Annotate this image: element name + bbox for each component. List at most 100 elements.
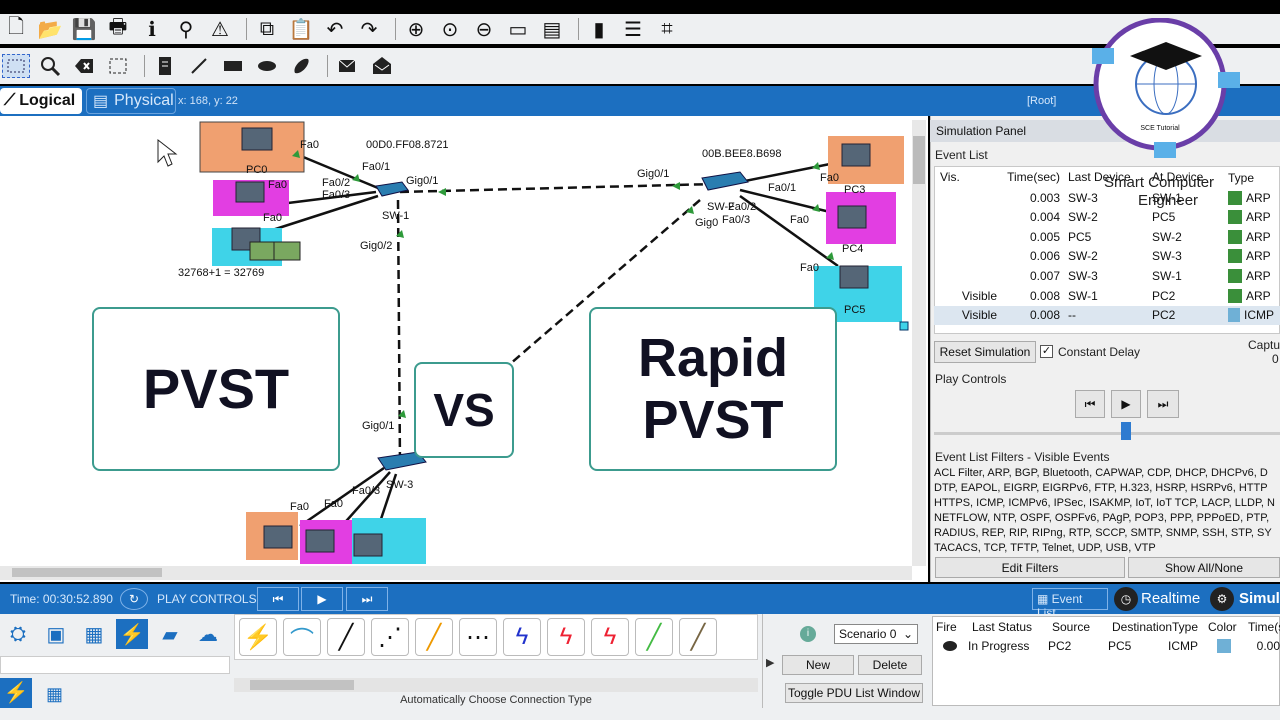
serial-dte-icon[interactable]: ϟ	[591, 618, 629, 656]
tab-physical[interactable]: ▤Physical	[86, 88, 176, 114]
col-last-device[interactable]: Last Device	[1068, 170, 1131, 184]
scenario-select[interactable]: Scenario 0⌄	[834, 624, 918, 644]
network-info-icon[interactable]: ⚠	[211, 18, 229, 41]
add-complex-pdu-icon[interactable]	[368, 54, 396, 78]
text-file-icon[interactable]: ▮	[593, 18, 605, 41]
pdu-list-row[interactable]: In Progress PC2 PC5 ICMP 0.00	[932, 638, 1280, 654]
delete-scenario-button[interactable]: Delete	[858, 655, 922, 675]
copy-icon[interactable]: ⧉	[259, 17, 275, 40]
redo-icon[interactable]: ↷	[360, 18, 378, 41]
reset-simulation-button[interactable]: Reset Simulation	[934, 341, 1036, 363]
bottom-play-button[interactable]: ▶	[301, 587, 343, 611]
workspace-vertical-scrollbar[interactable]	[912, 120, 926, 566]
phone-cable-icon[interactable]: ⋯	[459, 618, 497, 656]
connection-scrollbar[interactable]	[234, 678, 758, 692]
auto-connection-icon[interactable]: ⚡	[239, 618, 277, 656]
speed-slider-track[interactable]	[934, 432, 1280, 435]
toggle-pdu-list-button[interactable]: Toggle PDU List Window	[785, 683, 923, 703]
col-vis[interactable]: Vis.	[940, 170, 960, 184]
info-icon[interactable]: ℹ	[148, 18, 156, 41]
delete-icon[interactable]	[70, 54, 98, 78]
simulation-mode-icon[interactable]: ⚙	[1210, 587, 1234, 611]
realtime-mode-tab[interactable]: Realtime	[1141, 590, 1201, 607]
note-icon[interactable]	[151, 54, 179, 78]
undo-icon[interactable]: ↶	[326, 18, 344, 41]
rectangle-icon[interactable]	[219, 54, 247, 78]
scroll-thumb[interactable]	[12, 568, 162, 577]
components-icon[interactable]: ▦	[84, 623, 104, 646]
console-cable-icon[interactable]: ⌒	[283, 618, 321, 656]
show-all-none-button[interactable]: Show All/None	[1128, 557, 1280, 578]
connections-subcategory-icon[interactable]: ⚡	[0, 678, 32, 708]
freeform-icon[interactable]	[287, 54, 315, 78]
simulation-mode-tab[interactable]: Simul	[1239, 590, 1280, 607]
network-devices-icon[interactable]: ⛭	[10, 622, 26, 645]
zoom-reset-icon[interactable]: ⊙	[441, 18, 459, 41]
pdu-col-header[interactable]: Time(s	[1248, 620, 1280, 634]
cluster-icon[interactable]: ☰	[624, 18, 642, 41]
drawing-palette-icon[interactable]: ▭	[508, 18, 528, 41]
col-time[interactable]: Time(sec)	[1007, 170, 1060, 184]
pdu-col-header[interactable]: Fire	[936, 620, 957, 634]
wireless-icon[interactable]: ⌗	[661, 17, 673, 40]
bottom-forward-button[interactable]: ⏭	[346, 587, 388, 611]
wizard-icon[interactable]: ⚲	[178, 18, 194, 41]
new-icon[interactable]: 🗋	[7, 16, 25, 38]
pdu-col-header[interactable]: Type	[1172, 620, 1199, 634]
new-scenario-button[interactable]: New	[782, 655, 854, 675]
capture-forward-button[interactable]: ⏭	[1147, 390, 1179, 418]
connections-icon[interactable]: ⚡	[116, 619, 148, 649]
resize-icon[interactable]	[104, 54, 132, 78]
col-at-device[interactable]: At Device	[1152, 170, 1204, 184]
add-simple-pdu-icon[interactable]	[334, 54, 362, 78]
edit-filters-button[interactable]: Edit Filters	[935, 557, 1125, 578]
constant-delay-checkbox[interactable]: ✓	[1040, 345, 1053, 358]
line-icon[interactable]	[185, 54, 213, 78]
col-type[interactable]: Type	[1228, 171, 1255, 185]
zoom-out-icon[interactable]: ⊖	[475, 18, 493, 41]
pdu-col-header[interactable]: Last Status	[972, 620, 1033, 634]
print-icon[interactable]: 🖶	[108, 16, 128, 38]
scroll-thumb[interactable]	[913, 136, 925, 184]
pdu-fire-icon[interactable]	[932, 641, 968, 651]
speed-slider-thumb[interactable]	[1121, 422, 1131, 440]
realtime-clock-icon[interactable]: ◷	[1114, 587, 1138, 611]
octal-cable-icon[interactable]: ╱	[635, 618, 673, 656]
copper-straight-icon[interactable]: ╱	[327, 618, 365, 656]
root-breadcrumb[interactable]: [Root]	[1027, 95, 1057, 107]
select-icon[interactable]	[2, 54, 30, 78]
zoom-in-icon[interactable]: ⊕	[407, 18, 425, 41]
inspect-icon[interactable]	[36, 54, 64, 78]
multiuser-icon[interactable]: ☁	[198, 623, 218, 646]
back-button[interactable]: ⏮	[1075, 390, 1105, 418]
grid-icon[interactable]: ▦	[46, 684, 64, 704]
save-icon[interactable]: 💾	[71, 18, 97, 41]
open-icon[interactable]: 📂	[37, 18, 63, 41]
event-list-toggle[interactable]: ▦ Event List	[1032, 588, 1108, 620]
custom-device-icon[interactable]: ▤	[542, 18, 562, 41]
fiber-icon[interactable]: ╱	[415, 618, 453, 656]
serial-dce-icon[interactable]: ϟ	[547, 618, 585, 656]
misc-icon[interactable]: ▰	[162, 623, 178, 646]
ellipse-icon[interactable]	[253, 54, 281, 78]
paste-icon[interactable]: 📋	[288, 18, 314, 41]
iot-cable-icon[interactable]: ╱	[679, 618, 717, 656]
scroll-thumb[interactable]	[250, 680, 354, 690]
copper-cross-icon[interactable]: ⋰	[371, 618, 409, 656]
pdu-col-header[interactable]: Source	[1052, 620, 1091, 634]
bottom-back-button[interactable]: ⏮	[257, 587, 299, 611]
play-button[interactable]: ▶	[1111, 390, 1141, 418]
power-cycle-icon[interactable]: ↻	[120, 588, 148, 610]
pdu-col-header[interactable]: Color	[1208, 620, 1237, 634]
workspace-horizontal-scrollbar[interactable]	[0, 566, 912, 580]
end-devices-icon[interactable]: ▣	[46, 623, 66, 646]
pdu-list-table[interactable]	[932, 616, 1280, 706]
expand-icon[interactable]: ▶	[766, 657, 775, 669]
